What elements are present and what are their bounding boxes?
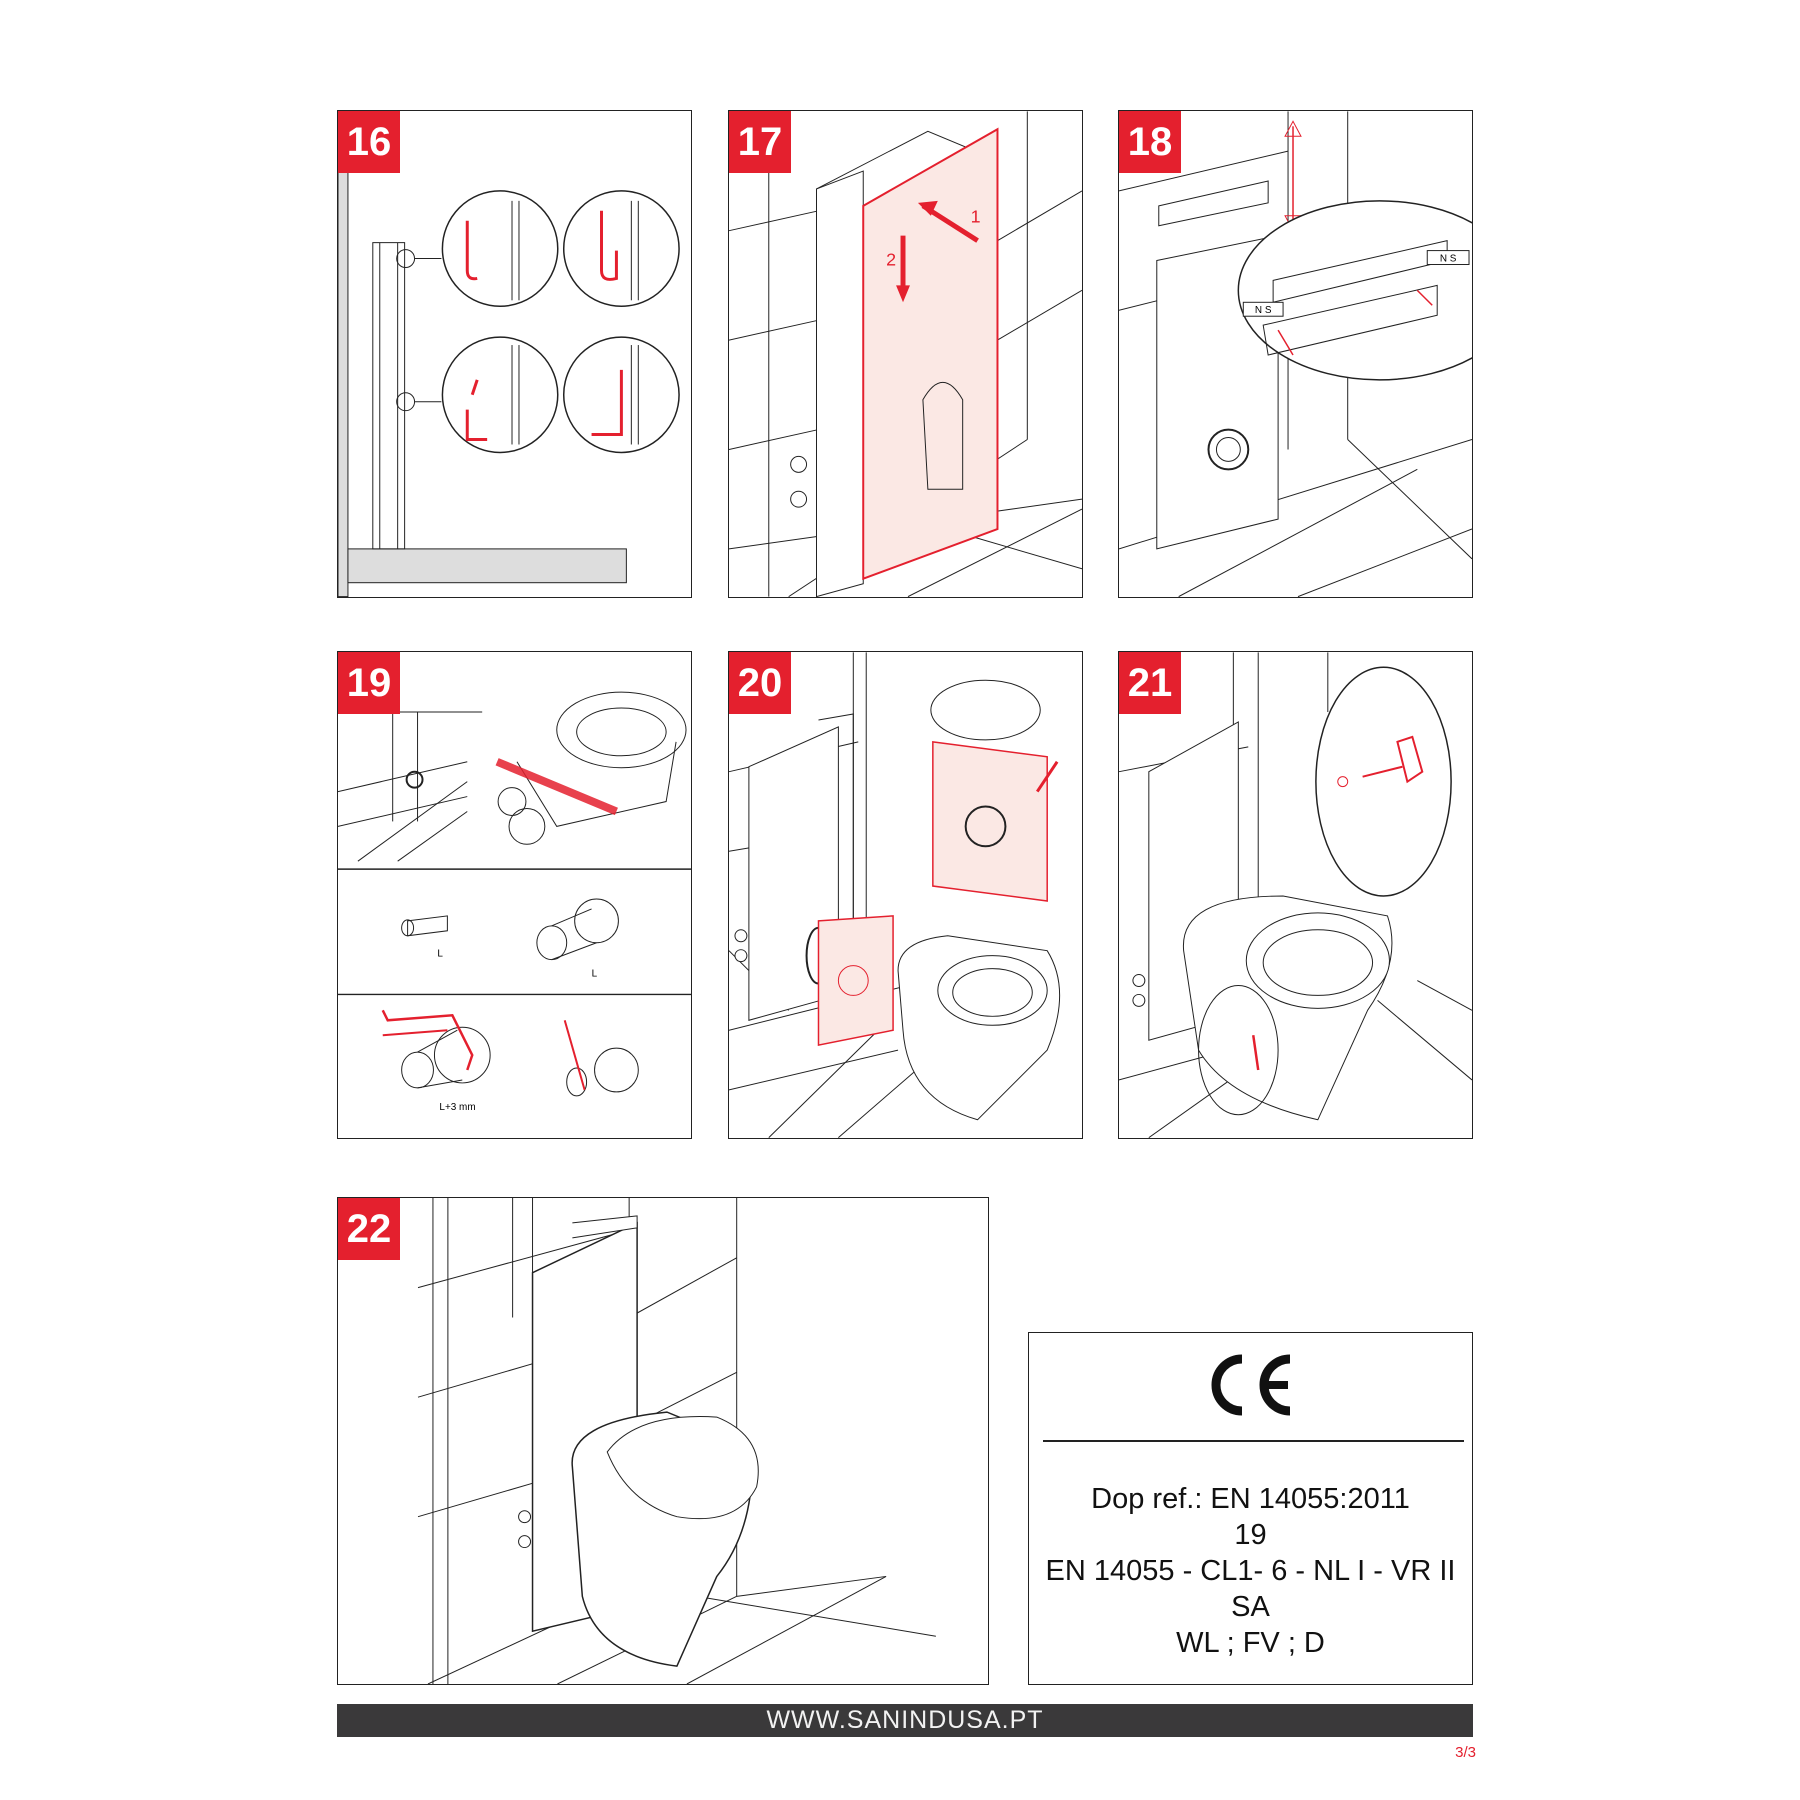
step-18-panel: 18 N S N S bbox=[1118, 110, 1473, 598]
tag-label: N S bbox=[1440, 254, 1457, 265]
frame-wall-section-illustration bbox=[338, 111, 680, 597]
arrow-label-2: 2 bbox=[886, 250, 896, 270]
dimension-label: L bbox=[592, 969, 598, 980]
drilling-template-illustration bbox=[729, 652, 1061, 1138]
year-code: 19 bbox=[1234, 1519, 1267, 1551]
class-code: SA bbox=[1231, 1591, 1270, 1623]
finished-installation-illustration bbox=[417, 1198, 936, 1684]
dimension-label: L bbox=[437, 949, 443, 960]
ce-mark-logo bbox=[1029, 1353, 1472, 1422]
tag-label: N S bbox=[1255, 305, 1272, 316]
step-16-panel: 16 bbox=[337, 110, 692, 598]
usage-codes: WL ; FV ; D bbox=[1176, 1627, 1325, 1659]
divider bbox=[1043, 1440, 1464, 1442]
ce-declaration-box: Dop ref.: EN 14055:2011 19 EN 14055 - CL… bbox=[1028, 1332, 1473, 1685]
step-number-badge: 18 bbox=[1119, 111, 1181, 173]
step-number-badge: 20 bbox=[729, 652, 791, 714]
ce-declaration-text: Dop ref.: EN 14055:2011 19 EN 14055 - CL… bbox=[1029, 1481, 1472, 1661]
dimension-label: L+3 mm bbox=[439, 1102, 475, 1113]
step-number-badge: 16 bbox=[338, 111, 400, 173]
arrow-label-1: 1 bbox=[971, 207, 981, 227]
website-footer: WWW.SANINDUSA.PT bbox=[337, 1704, 1473, 1737]
top-cover-fitting-illustration: N S N S bbox=[1119, 111, 1472, 597]
standard-classification: EN 14055 - CL1- 6 - NL I - VR II bbox=[1045, 1555, 1456, 1587]
toilet-fixing-illustration bbox=[1119, 652, 1472, 1138]
page-number: 3/3 bbox=[1455, 1744, 1476, 1761]
step-21-panel: 21 bbox=[1118, 651, 1473, 1139]
step-number-badge: 17 bbox=[729, 111, 791, 173]
step-number-badge: 19 bbox=[338, 652, 400, 714]
step-number-badge: 21 bbox=[1119, 652, 1181, 714]
dop-reference: Dop ref.: EN 14055:2011 bbox=[1091, 1483, 1410, 1515]
step-20-panel: 20 bbox=[728, 651, 1083, 1139]
step-17-panel: 17 1 2 bbox=[728, 110, 1083, 598]
step-number-badge: 22 bbox=[338, 1198, 400, 1260]
front-panel-mounting-illustration: 1 2 bbox=[729, 111, 1082, 597]
step-22-panel: 22 bbox=[337, 1197, 989, 1685]
step-19-panel: 19 L L L+3 mm bbox=[337, 651, 692, 1139]
pipe-cutting-illustration: L L L+3 mm bbox=[338, 691, 691, 1113]
